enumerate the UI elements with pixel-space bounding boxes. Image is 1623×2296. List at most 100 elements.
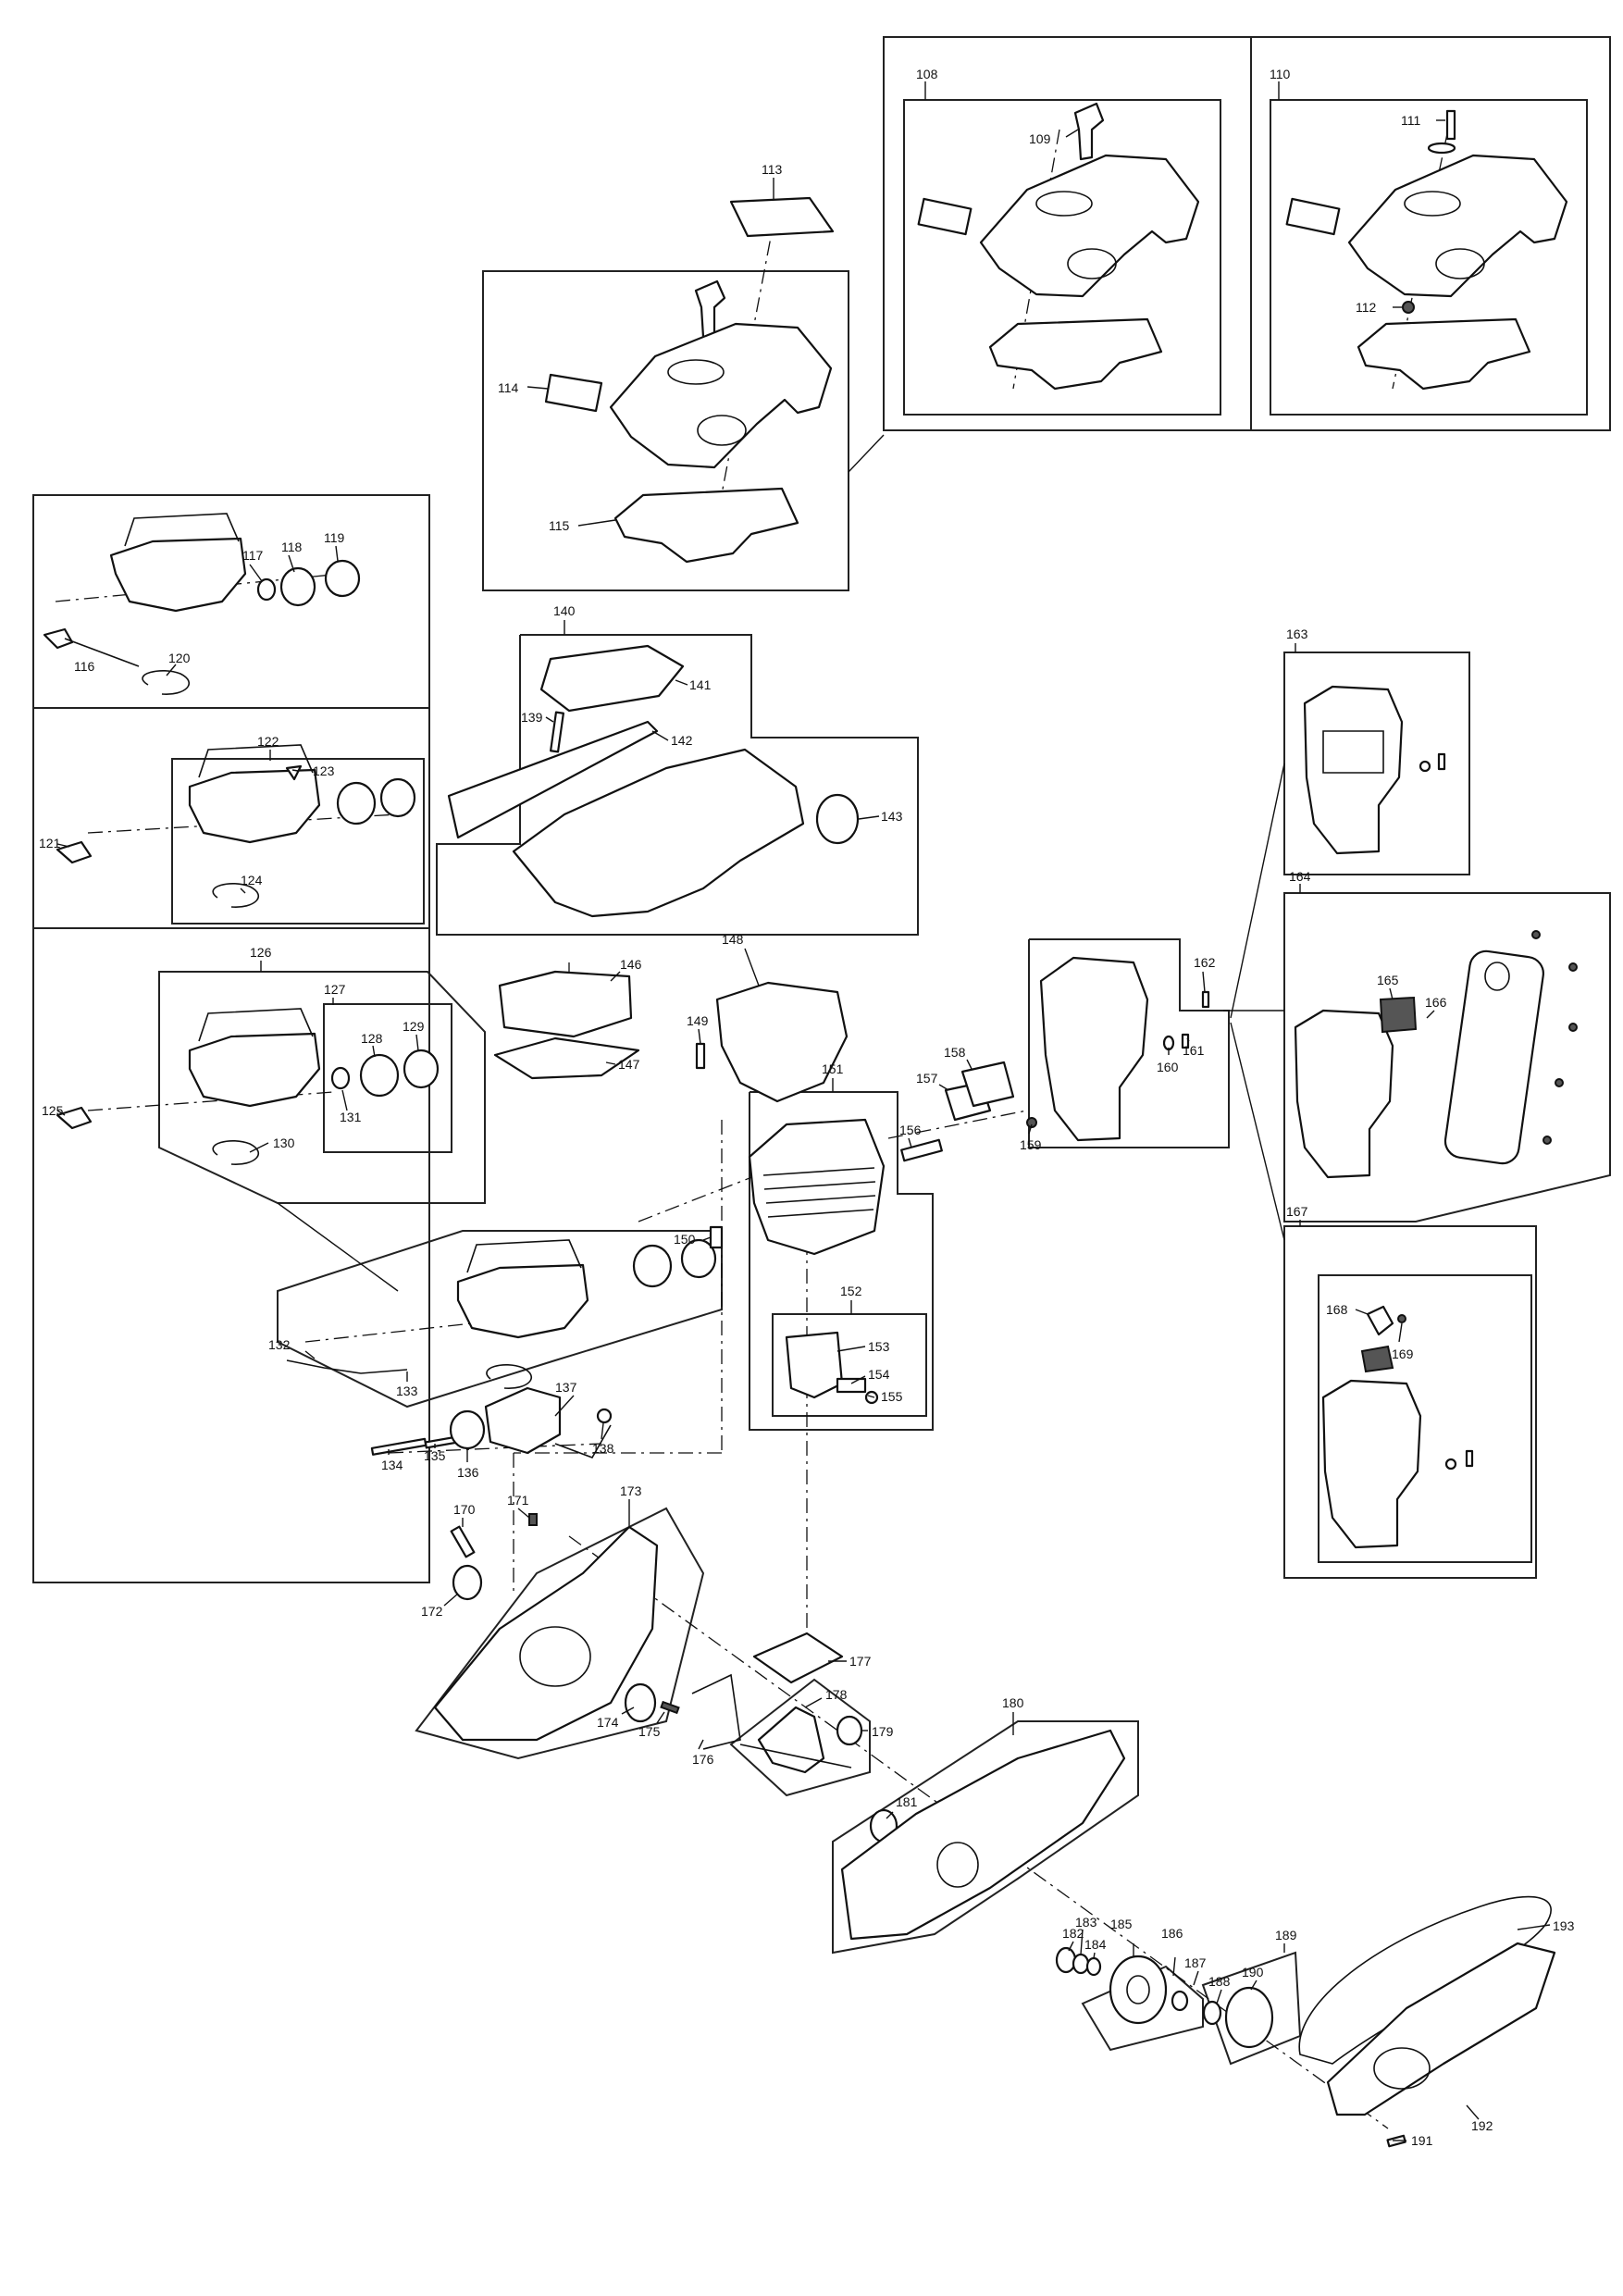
- part-plug-156: [900, 1138, 943, 1162]
- label-134: 134: [381, 1458, 403, 1472]
- frame-top-cover: [482, 270, 849, 591]
- part-cylinder-151: [748, 1118, 886, 1256]
- part-muffler-164: [1294, 1009, 1394, 1179]
- label-162: 162: [1194, 955, 1216, 970]
- label-156: 156: [899, 1123, 922, 1137]
- label-151: 151: [822, 1061, 844, 1076]
- label-152: 152: [840, 1284, 862, 1298]
- part-cover-148: [715, 981, 849, 1103]
- label-118: 118: [281, 540, 303, 554]
- part-gasket-141: [539, 644, 685, 713]
- frame-cover-variants: [883, 36, 1611, 431]
- part-ring-131: [330, 1066, 351, 1090]
- label-126: 126: [250, 945, 272, 960]
- label-155: 155: [881, 1389, 903, 1404]
- label-172: 172: [421, 1604, 443, 1619]
- label-153: 153: [868, 1339, 890, 1354]
- label-181: 181: [896, 1794, 918, 1809]
- label-165: 165: [1377, 973, 1399, 987]
- part-cover-110: [1347, 154, 1568, 298]
- label-188: 188: [1208, 1974, 1231, 1989]
- label-164: 164: [1289, 869, 1311, 884]
- part-clip-155: [864, 1390, 879, 1405]
- label-189: 189: [1275, 1928, 1297, 1942]
- part-screw-166d: [1555, 1078, 1564, 1087]
- part-housing-126: [188, 1032, 321, 1108]
- part-housing-carb-assy: [456, 1263, 589, 1339]
- label-112: 112: [1356, 300, 1377, 315]
- part-filter-frame-147: [493, 1036, 640, 1080]
- part-pin-154: [836, 1377, 867, 1394]
- label-135: 135: [424, 1448, 446, 1463]
- label-175: 175: [638, 1724, 661, 1739]
- part-nut-159: [1026, 1117, 1037, 1128]
- label-161: 161: [1183, 1043, 1205, 1058]
- label-143: 143: [881, 809, 903, 824]
- label-108: 108: [916, 67, 938, 81]
- label-179: 179: [872, 1724, 894, 1739]
- part-filter-110: [1357, 317, 1531, 391]
- part-cover-114: [609, 322, 833, 469]
- label-147: 147: [618, 1057, 640, 1072]
- label-171: 171: [507, 1493, 529, 1508]
- part-cover-108: [979, 154, 1200, 298]
- part-screen-169: [1360, 1345, 1394, 1373]
- leader-lines: [56, 81, 1551, 2141]
- part-hose-137: [554, 1424, 612, 1458]
- part-bellows-118: [279, 566, 316, 607]
- part-washer-167: [1444, 1458, 1457, 1471]
- part-arm-180: [840, 1729, 1126, 1941]
- label-148: 148: [722, 932, 744, 947]
- label-146: 146: [620, 957, 642, 972]
- label-141: 141: [689, 677, 712, 692]
- label-182: 182: [1062, 1926, 1084, 1941]
- part-hose-130: [212, 1140, 260, 1165]
- label-177: 177: [849, 1654, 872, 1669]
- part-lever-121: [56, 840, 93, 864]
- label-129: 129: [403, 1019, 425, 1034]
- part-bearing-179: [836, 1715, 863, 1746]
- label-178: 178: [825, 1687, 848, 1702]
- label-170: 170: [453, 1502, 476, 1517]
- part-number-labels: 108 109 110 111 112 113 114 115 116 117 …: [39, 67, 1575, 2148]
- part-panel-142: [447, 720, 659, 839]
- frame-140: [436, 634, 919, 936]
- label-131: 131: [340, 1110, 362, 1124]
- frame-110: [1270, 99, 1588, 416]
- label-132: 132: [268, 1337, 291, 1352]
- part-screw-166a: [1531, 930, 1541, 939]
- part-deflector-168: [1366, 1305, 1394, 1336]
- frame-122: [171, 758, 425, 925]
- label-133: 133: [396, 1384, 418, 1398]
- part-plate-158: [960, 1061, 1015, 1108]
- label-187: 187: [1184, 1955, 1207, 1970]
- part-clamp-129: [403, 1049, 440, 1089]
- part-filter-115: [613, 487, 799, 564]
- label-163: 163: [1286, 627, 1308, 641]
- label-121: 121: [39, 836, 61, 850]
- frame-151: [749, 1091, 934, 1431]
- label-125: 125: [42, 1103, 64, 1118]
- part-filter-146: [498, 970, 633, 1038]
- part-screw-162: [1201, 990, 1210, 1009]
- label-174: 174: [597, 1715, 619, 1730]
- label-169: 169: [1392, 1347, 1414, 1361]
- part-crankshaft-178: [757, 1706, 825, 1774]
- label-159: 159: [1020, 1137, 1042, 1152]
- part-washer-111: [1427, 142, 1456, 155]
- label-180: 180: [1002, 1695, 1024, 1710]
- label-124: 124: [241, 873, 263, 887]
- part-screw-163: [1437, 752, 1446, 771]
- part-clamp-122: [379, 777, 416, 818]
- frame-164: [1283, 892, 1611, 1222]
- label-167: 167: [1286, 1204, 1308, 1219]
- label-115: 115: [549, 518, 570, 533]
- part-clutch-190: [1224, 1986, 1274, 2049]
- label-110: 110: [1270, 67, 1291, 81]
- part-washer-184: [1085, 1956, 1102, 1977]
- part-hose-124: [212, 883, 260, 908]
- label-168: 168: [1326, 1302, 1348, 1317]
- part-washer-160: [1162, 1035, 1175, 1051]
- part-screw-166b: [1568, 962, 1578, 972]
